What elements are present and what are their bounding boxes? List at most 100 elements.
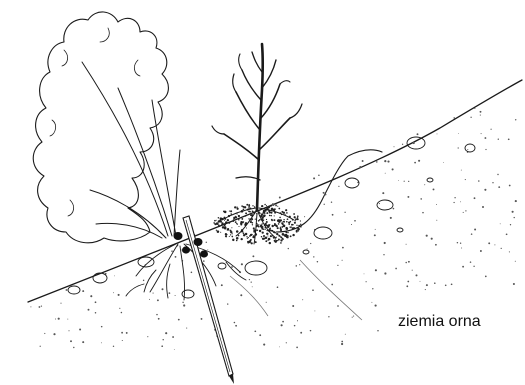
stipple-dot bbox=[412, 270, 413, 271]
root-ball-dot bbox=[266, 225, 268, 227]
root-ball-dot bbox=[250, 220, 251, 221]
stipple-dot bbox=[474, 229, 476, 231]
stipple-dot bbox=[325, 194, 327, 196]
root-ball-dot bbox=[287, 232, 289, 234]
root-ball-dot bbox=[274, 208, 276, 210]
stipple-dot bbox=[312, 289, 314, 291]
root-ball-dot bbox=[245, 215, 247, 217]
root-ball-dot bbox=[246, 204, 248, 206]
root-ball-dot bbox=[279, 217, 281, 219]
stipple-dot bbox=[252, 286, 253, 287]
root-ball-dot bbox=[216, 222, 219, 225]
root-ball-dot bbox=[252, 224, 253, 225]
stipple-dot bbox=[458, 133, 459, 134]
root-ball-dot bbox=[220, 221, 222, 223]
stipple-dot bbox=[121, 332, 123, 334]
stipple-dot bbox=[302, 299, 303, 300]
root-ball-dot bbox=[253, 227, 255, 229]
root-ball-dot bbox=[269, 242, 271, 244]
root-ball-dot bbox=[248, 208, 249, 209]
stipple-dot bbox=[490, 129, 491, 130]
stipple-dot bbox=[436, 204, 437, 205]
root-ball-dot bbox=[271, 225, 273, 227]
root-ball-dot bbox=[268, 206, 270, 208]
soil-label: ziemia orna bbox=[398, 313, 481, 331]
stipple-dot bbox=[310, 243, 311, 244]
root-ball-dot bbox=[288, 224, 289, 225]
stipple-dot bbox=[186, 328, 187, 329]
root-ball-dot bbox=[220, 232, 221, 233]
stipple-dot bbox=[460, 243, 461, 244]
root-ball-dot bbox=[247, 238, 248, 239]
stipple-dot bbox=[424, 184, 425, 185]
root-ball-dot bbox=[263, 211, 266, 214]
stipple-dot bbox=[318, 174, 320, 176]
stipple-dot bbox=[383, 254, 384, 255]
stipple-dot bbox=[101, 342, 102, 343]
root-ball-dot bbox=[236, 208, 238, 210]
stipple-dot bbox=[183, 304, 185, 306]
stipple-dot bbox=[465, 179, 466, 180]
stipple-dot bbox=[470, 117, 471, 118]
stipple-dot bbox=[207, 249, 208, 250]
root-ball-dot bbox=[270, 205, 272, 207]
root-ball-dot bbox=[287, 235, 289, 237]
stipple-dot bbox=[488, 242, 490, 244]
stipple-dot bbox=[362, 160, 364, 162]
stipple-dot bbox=[342, 247, 344, 249]
stipple-dot bbox=[372, 288, 373, 289]
root-ball-dot bbox=[275, 238, 276, 239]
root-ball-dot bbox=[284, 221, 286, 223]
root-ball-dot bbox=[261, 228, 263, 230]
root-ball-dot bbox=[263, 219, 264, 220]
stipple-dot bbox=[418, 160, 420, 162]
root-ball-dot bbox=[255, 241, 257, 243]
stipple-dot bbox=[119, 308, 120, 309]
stipple-dot bbox=[467, 149, 468, 150]
root-ball-dot bbox=[261, 236, 262, 237]
root-ball-dot bbox=[297, 215, 299, 217]
root-ball-dot bbox=[300, 220, 301, 221]
stipple-dot bbox=[58, 318, 60, 320]
stipple-dot bbox=[508, 138, 510, 140]
root-ball-dot bbox=[287, 228, 288, 229]
stipple-dot bbox=[465, 210, 466, 211]
root-ball-dot bbox=[277, 234, 278, 235]
root-ball-dot bbox=[229, 236, 230, 237]
stipple-dot bbox=[366, 281, 367, 282]
stipple-dot bbox=[457, 242, 458, 243]
root-ball-dot bbox=[224, 220, 225, 221]
stipple-dot bbox=[435, 244, 437, 246]
stipple-dot bbox=[337, 265, 338, 266]
stipple-dot bbox=[480, 250, 482, 252]
stipple-dot bbox=[169, 292, 171, 294]
stipple-dot bbox=[175, 256, 177, 258]
root-ball-dot bbox=[267, 235, 268, 236]
root-ball-dot bbox=[236, 230, 239, 233]
stipple-dot bbox=[122, 340, 123, 341]
root-ball-dot bbox=[243, 209, 245, 211]
stipple-dot bbox=[286, 342, 287, 343]
stipple-dot bbox=[453, 117, 455, 119]
stipple-dot bbox=[420, 281, 421, 282]
root-ball-dot bbox=[235, 221, 237, 223]
stipple-dot bbox=[297, 320, 298, 321]
stipple-dot bbox=[231, 266, 233, 268]
root-ball-dot bbox=[295, 220, 296, 221]
stipple-dot bbox=[398, 180, 399, 181]
stipple-dot bbox=[437, 133, 438, 134]
shrub-stems bbox=[82, 62, 180, 238]
stipple-dot bbox=[178, 319, 180, 321]
stipple-dot bbox=[157, 299, 159, 301]
root-ball-dot bbox=[293, 227, 295, 229]
root-ball-dot bbox=[266, 221, 268, 223]
stipple-dot bbox=[436, 220, 437, 221]
stipple-dot bbox=[172, 336, 174, 338]
stipple-dot bbox=[241, 263, 243, 265]
stipple-dot bbox=[313, 256, 314, 257]
stipple-dot bbox=[498, 139, 499, 140]
stipple-dot bbox=[471, 233, 473, 235]
root-ball-dot bbox=[269, 228, 271, 230]
root-ball-dot bbox=[262, 223, 263, 224]
root-ball-dot bbox=[227, 228, 229, 230]
